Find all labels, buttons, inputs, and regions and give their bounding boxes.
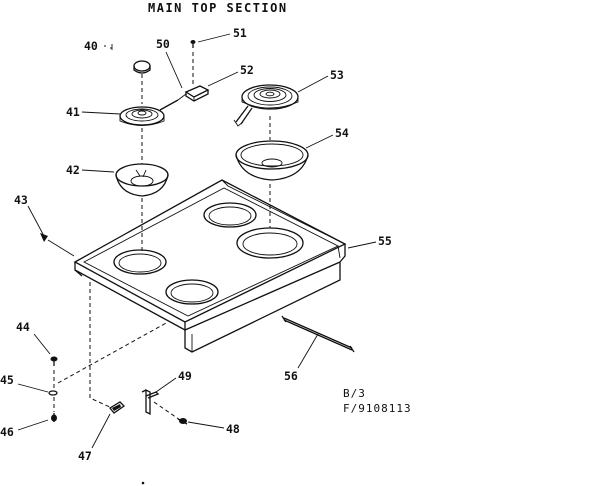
clip-47 bbox=[109, 401, 126, 414]
callout-42: 42 bbox=[66, 163, 80, 177]
rod-56 bbox=[281, 315, 355, 353]
callout-52: 52 bbox=[240, 63, 254, 77]
callout-46: 46 bbox=[0, 425, 14, 439]
callout-41: 41 bbox=[66, 105, 80, 119]
burner-hole-rear-right bbox=[236, 227, 304, 259]
callout-44: 44 bbox=[16, 320, 30, 334]
screw-48 bbox=[177, 418, 188, 425]
callout-45: 45 bbox=[0, 373, 14, 387]
callout-43: 43 bbox=[14, 193, 28, 207]
callout-53: 53 bbox=[330, 68, 344, 82]
callout-56: 56 bbox=[284, 369, 298, 383]
screw-44 bbox=[50, 356, 58, 366]
surface-element-large-53 bbox=[233, 84, 299, 127]
burner-hole-front-right bbox=[165, 279, 219, 305]
callout-55: 55 bbox=[378, 234, 392, 248]
callout-51: 51 bbox=[233, 26, 247, 40]
cooktop-main-top bbox=[73, 179, 347, 353]
washer-45 bbox=[48, 390, 58, 396]
callout-54: 54 bbox=[335, 126, 349, 140]
bracket-49 bbox=[141, 388, 160, 416]
terminal-block-52 bbox=[184, 85, 210, 102]
diagram-code-line2: F/9108113 bbox=[343, 402, 412, 415]
diagram-title: MAIN TOP SECTION bbox=[148, 1, 288, 15]
surface-element-small-41 bbox=[119, 99, 179, 126]
callout-49: 49 bbox=[178, 369, 192, 383]
callout-47: 47 bbox=[78, 449, 92, 463]
burner-hole-rear-left bbox=[203, 202, 257, 228]
diagram-code-line1: B/3 bbox=[343, 387, 366, 400]
drip-pan-small-42 bbox=[115, 163, 169, 197]
screw-51 bbox=[190, 40, 196, 48]
burner-hole-front-left bbox=[113, 249, 167, 275]
drip-pan-large-54 bbox=[235, 140, 309, 181]
callout-40: 40 bbox=[84, 39, 98, 53]
knob-cap-40 bbox=[133, 60, 151, 74]
stray-mark bbox=[141, 481, 145, 485]
callout-48: 48 bbox=[226, 422, 240, 436]
screw-46 bbox=[51, 413, 57, 422]
element-lead-wire bbox=[177, 93, 187, 101]
callout-50: 50 bbox=[156, 37, 170, 51]
